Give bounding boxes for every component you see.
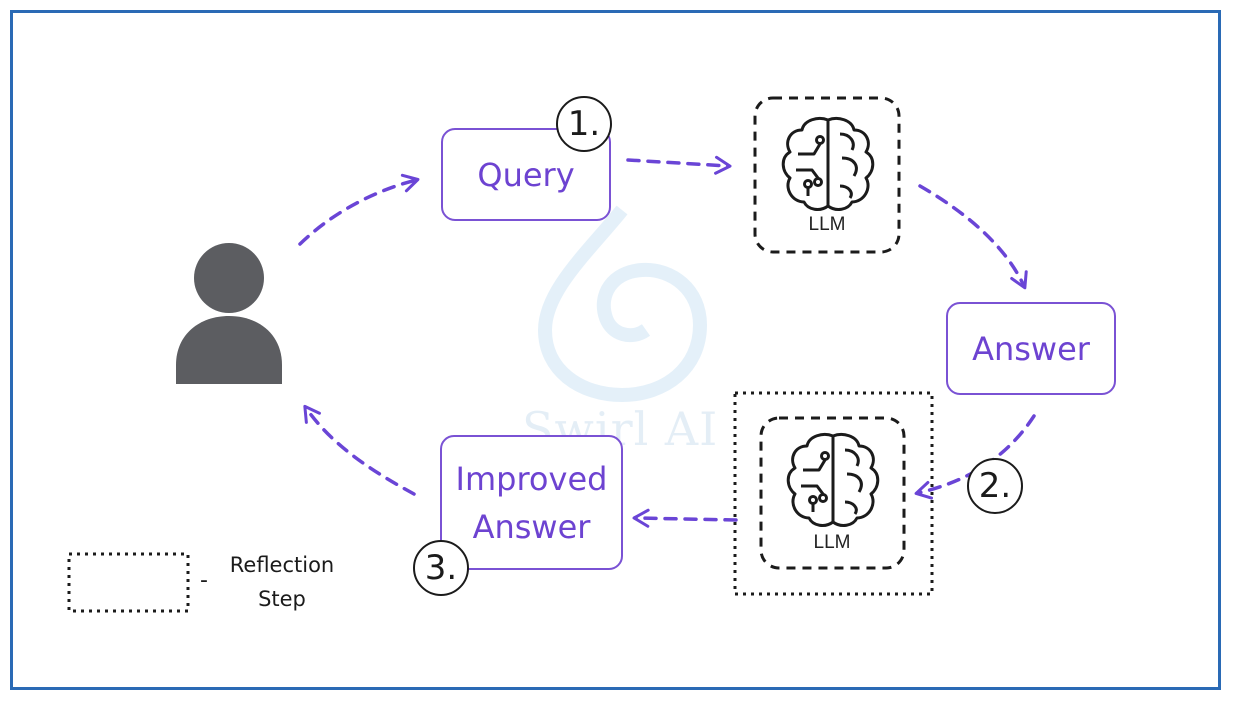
step-3-badge: 3. bbox=[413, 540, 469, 596]
legend-dash: - bbox=[200, 568, 208, 593]
llm-top-label: LLM bbox=[808, 214, 846, 235]
step-1-badge: 1. bbox=[556, 96, 612, 152]
arrow-query-to-llm bbox=[626, 155, 732, 175]
brain-icon bbox=[786, 432, 880, 527]
legend-dotted-box bbox=[67, 552, 190, 613]
answer-node: Answer bbox=[946, 302, 1116, 395]
legend-text: Reflection Step bbox=[218, 548, 346, 616]
reflection-step-box bbox=[733, 391, 934, 596]
improved-answer-line2: Answer bbox=[472, 507, 591, 546]
llm-bottom-label: LLM bbox=[813, 532, 851, 553]
legend-line2: Step bbox=[258, 587, 306, 611]
improved-answer-node: Improved Answer bbox=[440, 435, 623, 570]
improved-answer-line1: Improved bbox=[455, 459, 608, 498]
diagram-frame bbox=[10, 10, 1221, 690]
arrow-llm2-to-improved bbox=[632, 508, 738, 528]
user-icon bbox=[176, 243, 282, 384]
query-label: Query bbox=[477, 155, 575, 194]
arrow-improved-to-user bbox=[303, 404, 416, 496]
arrow-user-to-query bbox=[298, 173, 420, 246]
arrow-llm-to-answer bbox=[918, 184, 1028, 290]
legend-line1: Reflection bbox=[229, 553, 335, 577]
answer-label: Answer bbox=[972, 329, 1090, 368]
step-2-badge: 2. bbox=[967, 458, 1023, 514]
brain-icon bbox=[781, 116, 875, 211]
